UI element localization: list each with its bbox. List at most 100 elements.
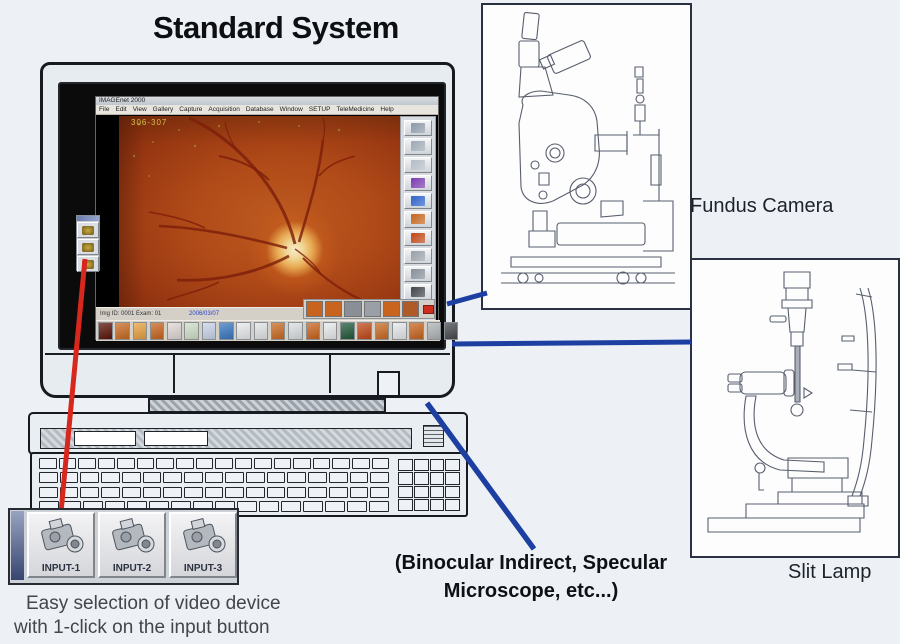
image-thumbnail-13[interactable] [305,322,321,340]
key [59,486,79,498]
palette-thumb-6[interactable] [402,301,420,317]
user-icon[interactable] [404,284,432,301]
image-thumbnail-16[interactable] [357,322,372,340]
palette-thumb-4[interactable] [363,301,381,317]
keyboard-numpad [398,459,460,511]
caption-text: Easy selection of video device with 1-cl… [14,592,281,640]
key [183,472,203,484]
menu-item-database[interactable]: Database [245,106,274,113]
numpad-key [413,485,429,498]
key [370,486,389,498]
menu-item-view[interactable]: View [132,106,147,113]
image-thumbnail-7[interactable] [201,322,217,340]
blue-arrow-icon-glyph [411,196,425,207]
red-photo-icon[interactable] [404,229,432,246]
palette-thumb-3[interactable] [344,301,362,317]
key [136,458,155,469]
video-camera-icon [183,518,226,553]
chart-icon[interactable] [404,138,432,155]
menu-item-help[interactable]: Help [380,106,394,113]
key [287,472,307,484]
image-thumbnail-21[interactable] [443,322,459,340]
key [332,458,350,469]
bezel-seam-left [173,355,175,393]
retina-vessels [132,116,394,307]
red-photo-icon-glyph [411,232,425,243]
grid-icon[interactable] [404,120,432,137]
purple-arrow-icon[interactable] [404,174,432,191]
key [39,458,57,469]
image-thumbnail-20[interactable] [426,322,442,340]
image-thumbnail-10[interactable] [253,322,269,340]
input-button-2[interactable]: INPUT-2 [98,512,166,578]
image-thumbnail-17[interactable] [374,322,390,340]
input-button-1[interactable]: INPUT-1 [27,512,95,578]
orange-image-icon[interactable] [404,211,432,228]
key [97,458,116,469]
orange-image-icon-glyph [411,214,425,225]
key [156,458,174,469]
key-row-2 [38,472,390,484]
key-row-3 [38,486,390,498]
menu-item-file[interactable]: File [99,106,110,113]
thumbnail-palette [303,299,435,319]
menu-bar: File Edit View Gallery Capture Acquisition Dat… [96,105,438,115]
image-thumbnail-12[interactable] [288,322,303,340]
image-thumbnail-9[interactable] [236,322,251,340]
monitor-power-button[interactable] [377,371,400,397]
menu-item-gallery[interactable]: Gallery [152,106,174,113]
menu-item-window[interactable]: Window [279,106,303,113]
key [121,472,141,484]
numpad-key [445,498,460,511]
printer-icon[interactable] [404,156,432,173]
numpad-key [429,485,445,498]
palette-thumb-2[interactable] [325,301,343,317]
key [370,472,389,484]
image-thumbnail-8[interactable] [219,322,234,340]
menu-item-telemedicine[interactable]: TeleMedicine [336,106,375,113]
key [371,458,390,469]
key [204,486,224,498]
key [273,458,292,469]
key [312,458,331,469]
image-thumbnail-14[interactable] [322,322,338,340]
image-thumbnail-2[interactable] [115,322,130,340]
palette-thumb-5[interactable] [382,301,401,317]
image-thumbnail-6[interactable] [184,322,199,340]
image-thumbnail-19[interactable] [409,322,424,340]
image-thumbnail-5[interactable] [167,322,182,340]
mini-input-button-1[interactable] [77,222,99,238]
image-thumbnail-1[interactable] [98,322,113,340]
palette-close-button[interactable] [423,304,434,314]
palette-thumb-1[interactable] [306,301,324,317]
slit-lamp-illustration [690,258,900,558]
input-button-label: INPUT-1 [41,563,81,574]
camera-icon[interactable] [404,266,432,283]
drive-slot-2 [144,431,208,446]
numpad-key [398,498,413,511]
menu-item-setup[interactable]: SETUP [308,106,331,113]
fundus-camera-sketch [483,5,686,304]
input-button-3[interactable]: INPUT-3 [169,512,237,578]
menu-item-acquisition[interactable]: Acquisition [208,106,240,113]
image-thumbnail-15[interactable] [340,322,355,340]
menu-item-edit[interactable]: Edit [115,106,127,113]
image-thumbnail-4[interactable] [149,322,165,340]
mini-input-button-2[interactable] [77,239,99,255]
status-left-text: Img ID: 0001 Exam: 01 [100,311,162,317]
image-thumbnail-11[interactable] [270,322,286,340]
film-icon[interactable] [404,247,432,264]
blue-arrow-icon[interactable] [404,193,432,210]
numpad-key [429,459,445,472]
key [175,458,194,469]
menu-item-capture[interactable]: Capture [179,106,203,113]
caption-line1: Easy selection of video device [26,593,281,614]
input-buttons: INPUT-1 INPUT-2 INPUT-3 [27,512,237,578]
image-thumbnail-3[interactable] [132,322,148,340]
key [347,500,367,512]
image-thumbnail-18[interactable] [392,322,407,340]
mini-input-button-3[interactable] [77,256,99,272]
input-button-label: INPUT-2 [112,563,152,574]
key-row-1 [38,458,390,469]
